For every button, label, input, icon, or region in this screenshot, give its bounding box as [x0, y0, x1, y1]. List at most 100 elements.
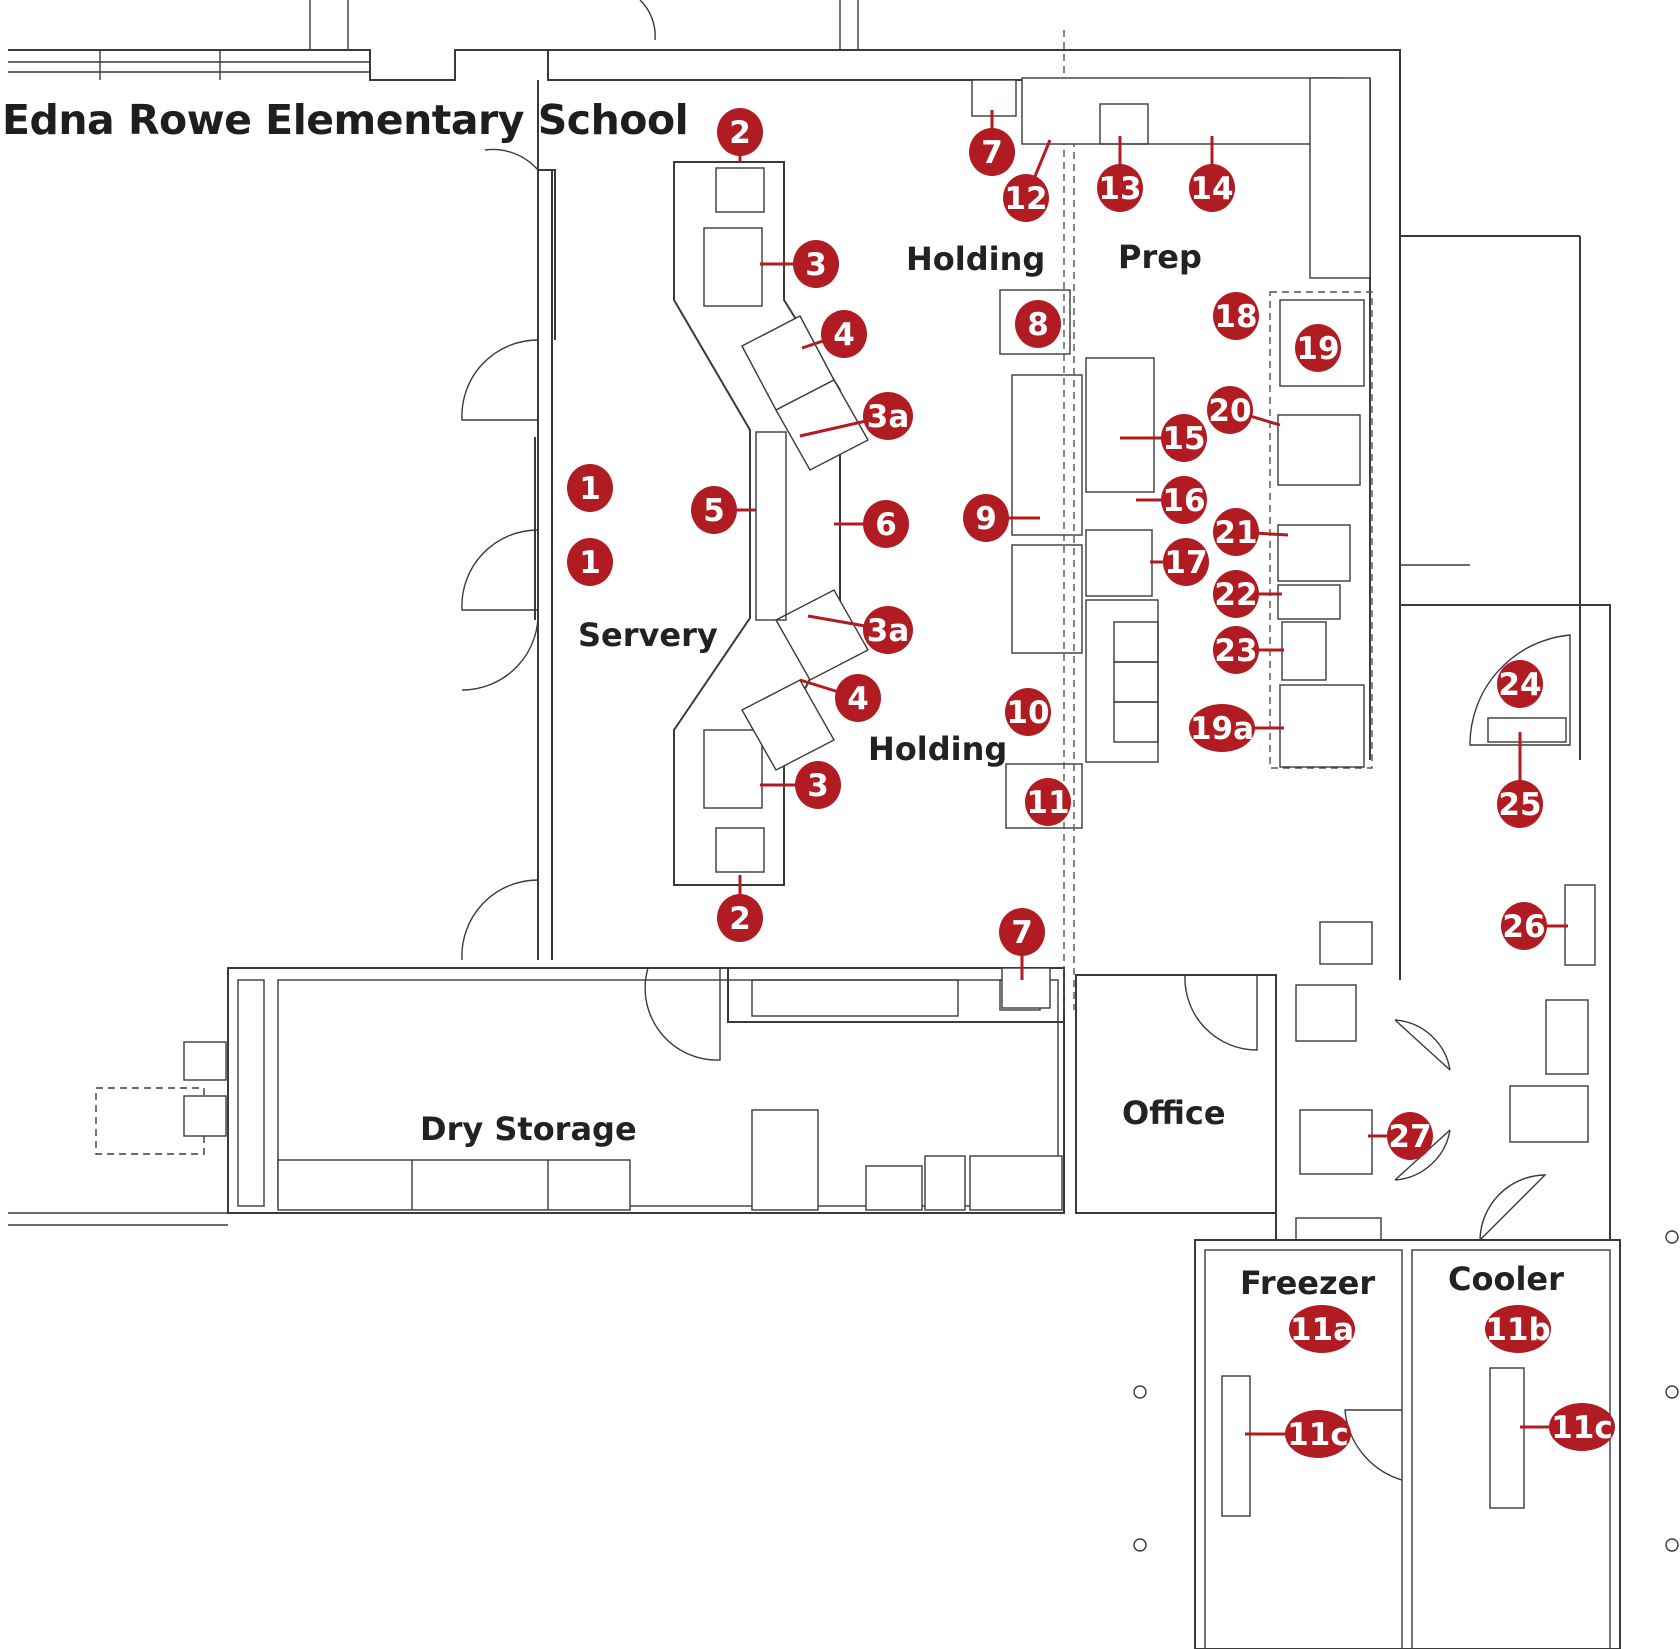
room-labels: Holding Prep Servery Holding Dry Storage… — [420, 238, 1564, 1302]
marker-badge — [1161, 476, 1207, 524]
room-label: Cooler — [1448, 1260, 1564, 1298]
marker-label: 6 — [875, 507, 897, 543]
marker-badge — [1003, 174, 1049, 222]
room-label: Holding — [868, 730, 1007, 768]
marker-label: 15 — [1162, 421, 1205, 457]
marker-label: 1 — [579, 471, 601, 507]
marker-badge — [1485, 1305, 1551, 1353]
marker-17: 17 — [1163, 538, 1209, 586]
room-label: Holding — [906, 240, 1045, 278]
marker-badge — [795, 761, 841, 809]
marker-badge — [1163, 538, 1209, 586]
marker-label: 4 — [847, 681, 869, 717]
marker-20: 20 — [1207, 386, 1253, 434]
marker-label: 11c — [1551, 1410, 1613, 1446]
room-label: Dry Storage — [420, 1110, 637, 1148]
marker-25: 25 — [1497, 780, 1543, 828]
marker-11: 11 — [1025, 778, 1071, 826]
marker-3a: 3a — [863, 392, 913, 440]
marker-23: 23 — [1213, 626, 1259, 674]
marker-badge — [1549, 1403, 1615, 1451]
marker-badge — [821, 310, 867, 358]
marker-label: 8 — [1027, 307, 1049, 343]
marker-badge — [963, 494, 1009, 542]
marker-badge — [717, 108, 763, 156]
marker-badge — [793, 240, 839, 288]
marker-label: 17 — [1164, 545, 1207, 581]
marker-7: 7 — [999, 908, 1045, 956]
marker-21: 21 — [1213, 508, 1259, 556]
marker-24: 24 — [1497, 660, 1543, 708]
marker-3: 3 — [793, 240, 839, 288]
marker-26: 26 — [1501, 902, 1547, 950]
marker-5: 5 — [691, 486, 737, 534]
marker-badge — [1285, 1410, 1351, 1458]
marker-badge — [1213, 508, 1259, 556]
marker-label: 5 — [703, 493, 725, 529]
equipment — [673, 30, 1373, 1010]
marker-label: 13 — [1098, 171, 1141, 207]
marker-11c: 11c — [1549, 1403, 1615, 1451]
marker-label: 10 — [1006, 695, 1049, 731]
marker-label: 2 — [729, 901, 751, 937]
marker-2: 2 — [717, 108, 763, 156]
marker-badge — [863, 606, 913, 654]
marker-12: 12 — [1003, 174, 1049, 222]
marker-label: 3 — [805, 247, 827, 283]
marker-19: 19 — [1295, 324, 1341, 372]
marker-badge — [1161, 414, 1207, 462]
marker-badge — [1497, 780, 1543, 828]
marker-badge — [1289, 1305, 1355, 1353]
marker-badge — [1497, 660, 1543, 708]
marker-label: 23 — [1214, 633, 1257, 669]
marker-badge — [567, 538, 613, 586]
marker-badge — [1189, 164, 1235, 212]
marker-16: 16 — [1161, 476, 1207, 524]
marker-label: 18 — [1214, 299, 1257, 335]
marker-1: 1 — [567, 464, 613, 512]
marker-badge — [717, 894, 763, 942]
marker-label: 11 — [1026, 785, 1069, 821]
marker-label: 14 — [1190, 171, 1233, 207]
marker-badge — [1213, 570, 1259, 618]
marker-6: 6 — [863, 500, 909, 548]
marker-13: 13 — [1097, 164, 1143, 212]
marker-19a: 19a — [1189, 704, 1255, 752]
marker-label: 20 — [1208, 393, 1251, 429]
marker-label: 9 — [975, 501, 997, 537]
marker-label: 11b — [1485, 1312, 1550, 1348]
marker-label: 11c — [1287, 1417, 1349, 1453]
marker-label: 7 — [981, 135, 1003, 171]
walls — [8, 0, 1679, 1649]
marker-badge — [1097, 164, 1143, 212]
marker-label: 19 — [1296, 331, 1339, 367]
marker-badge — [1213, 292, 1259, 340]
marker-badge — [1295, 324, 1341, 372]
room-label: Prep — [1118, 238, 1202, 276]
marker-27: 27 — [1387, 1112, 1433, 1160]
marker-badge — [969, 128, 1015, 176]
marker-15: 15 — [1161, 414, 1207, 462]
marker-label: 26 — [1502, 909, 1545, 945]
marker-4: 4 — [835, 674, 881, 722]
marker-label: 4 — [833, 317, 855, 353]
marker-18: 18 — [1213, 292, 1259, 340]
marker-badge — [1387, 1112, 1433, 1160]
marker-badge — [1207, 386, 1253, 434]
room-label: Office — [1122, 1094, 1226, 1132]
marker-22: 22 — [1213, 570, 1259, 618]
marker-11c: 11c — [1285, 1410, 1351, 1458]
room-label: Servery — [578, 616, 718, 654]
marker-badge — [1015, 300, 1061, 348]
marker-label: 24 — [1498, 667, 1541, 703]
marker-badge — [863, 500, 909, 548]
marker-3a: 3a — [863, 606, 913, 654]
marker-label: 3 — [807, 768, 829, 804]
marker-1: 1 — [567, 538, 613, 586]
room-label: Freezer — [1240, 1264, 1375, 1302]
marker-8: 8 — [1015, 300, 1061, 348]
marker-4: 4 — [821, 310, 867, 358]
marker-10: 10 — [1005, 688, 1051, 736]
